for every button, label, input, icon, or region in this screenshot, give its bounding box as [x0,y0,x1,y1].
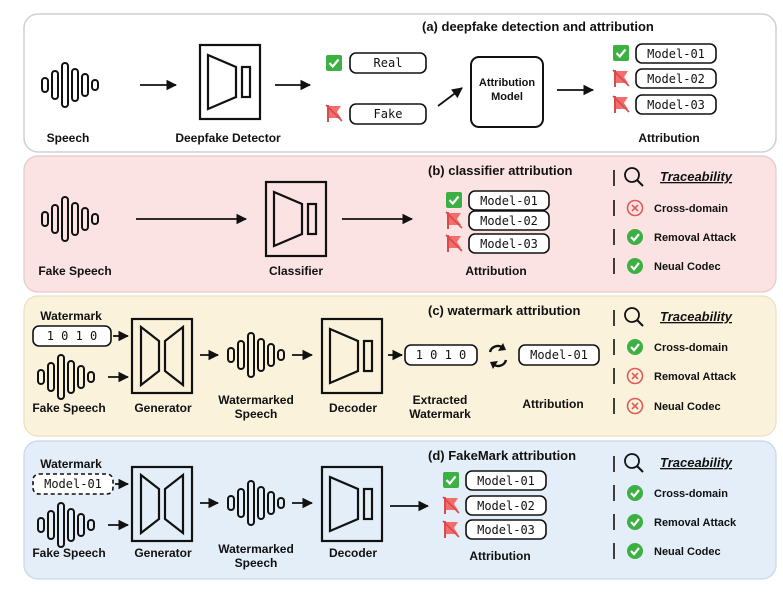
panel-d: (d) FakeMark attribution Watermark Model… [23,440,777,580]
traceability-title: Traceability [660,455,733,470]
check-icon [611,43,631,63]
fake-speech-label: Fake Speech [32,546,105,560]
fake-speech-label: Fake Speech [38,264,111,278]
decoder-label: Decoder [329,546,377,560]
model-label: Model-02 [647,72,705,86]
traceability-title: Traceability [660,309,733,324]
model-label: Model-02 [480,214,538,228]
attribution-label: Attribution [522,397,583,411]
model-label: Model-03 [477,523,535,537]
extracted-line1: Extracted [413,393,468,407]
model-label: Model-01 [480,194,538,208]
attribution-model-line2: Model [491,91,523,103]
attribution-label: Attribution [465,264,526,278]
extracted-line2: Watermark [409,407,471,421]
check-circle-icon [625,483,645,503]
panel-a: (a) deepfake detection and attribution S… [23,13,777,153]
model-label: Model-03 [647,98,705,112]
watermark-label: Watermark [40,309,102,323]
wm-speech-line2: Speech [235,407,278,421]
check-circle-icon [625,227,645,247]
trace-item-label: Removal Attack [654,232,737,244]
model-label: Model-01 [647,47,705,61]
fake-speech-label: Fake Speech [32,401,105,415]
speech-label: Speech [47,131,90,145]
panel-b-title: (b) classifier attribution [428,163,573,178]
attribution-label: Attribution [469,549,530,563]
model-label: Model-01 [477,474,535,488]
real-check-icon [324,53,344,73]
attribution-label: Attribution [638,131,699,145]
check-icon [441,470,461,490]
check-circle-icon [625,512,645,532]
wm-speech-line1: Watermarked [218,542,294,556]
real-label: Real [374,56,403,70]
panel-d-title: (d) FakeMark attribution [428,448,576,463]
check-circle-icon [625,337,645,357]
trace-item-label: Removal Attack [654,517,737,529]
classifier-label: Classifier [269,264,323,278]
trace-item-label: Neual Codec [654,261,721,273]
panel-c: (c) watermark attribution Watermark 1 0 … [23,295,777,437]
extracted-value: 1 0 1 0 [416,348,467,362]
generator-label: Generator [134,546,192,560]
sync-icon [488,343,508,369]
panel-b: (b) classifier attribution Fake Speech C… [23,155,777,293]
trace-item-label: Cross-domain [654,342,728,354]
check-circle-icon [625,541,645,561]
generator-label: Generator [134,401,192,415]
check-circle-icon [625,256,645,276]
detector-label: Deepfake Detector [175,131,281,145]
model-label: Model-02 [477,499,535,513]
attribution-model-line1: Attribution [479,77,535,89]
watermark-value: 1 0 1 0 [47,329,98,343]
traceability-title: Traceability [660,169,733,184]
decoder-label: Decoder [329,401,377,415]
trace-item-label: Neual Codec [654,401,721,413]
panel-a-title: (a) deepfake detection and attribution [422,19,654,34]
trace-item-label: Removal Attack [654,371,737,383]
trace-item-label: Cross-domain [654,488,728,500]
wm-speech-line1: Watermarked [218,393,294,407]
trace-item-label: Neual Codec [654,546,721,558]
panel-c-title: (c) watermark attribution [428,303,580,318]
wm-speech-line2: Speech [235,556,278,570]
watermark-value: Model-01 [44,477,102,491]
model-label: Model-01 [530,348,588,362]
check-icon [444,190,464,210]
trace-item-label: Cross-domain [654,203,728,215]
fake-label: Fake [374,107,403,121]
watermark-label: Watermark [40,457,102,471]
model-label: Model-03 [480,237,538,251]
